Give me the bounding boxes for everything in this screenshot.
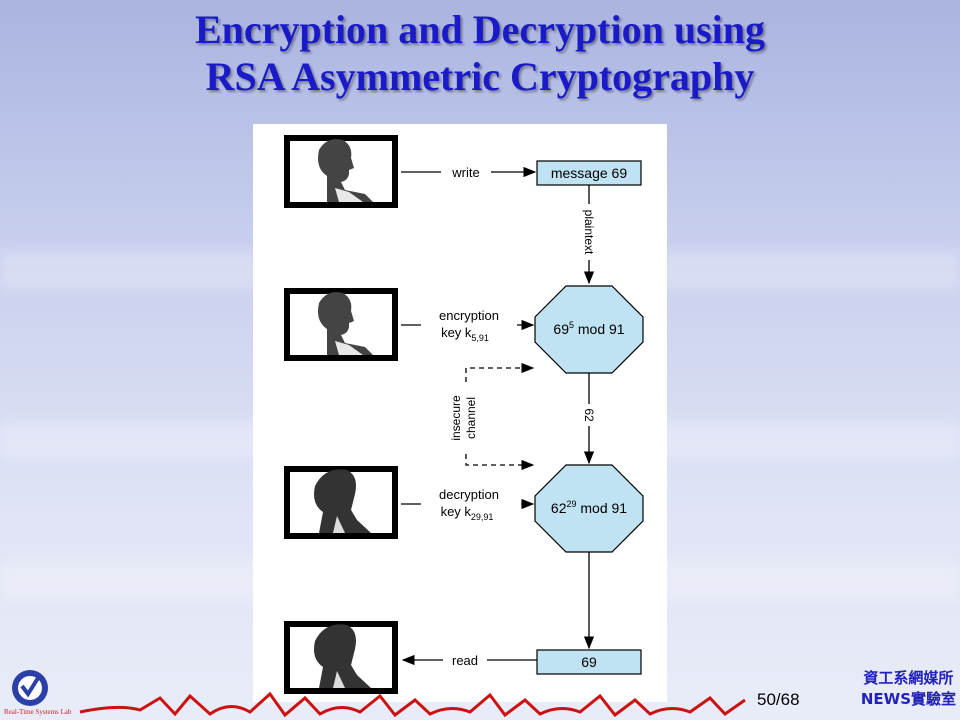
ciphertext-label: 62 (582, 408, 596, 422)
insecure-label: insecure (449, 395, 463, 441)
encryption-op-exponent: 5 (569, 320, 574, 330)
encryption-op-base: 69 (553, 321, 569, 337)
decryption-label: decryption (439, 487, 499, 502)
page-number: 50/68 (757, 690, 800, 710)
encryption-label: encryption (439, 308, 499, 323)
decryption-key-text: key k (441, 504, 472, 519)
decryption-node (534, 464, 644, 553)
encryption-operation: 695 mod 91 (553, 320, 624, 337)
page-current: 50 (757, 690, 776, 709)
title-line-1: Encryption and Decryption using (194, 7, 766, 52)
ciphertext-label-bg (581, 404, 597, 426)
diagram-panel: write message 69 plaintext 695 mod 91 en… (253, 124, 667, 702)
encryption-label-bg (421, 304, 517, 346)
lab-line-1: 資工系網媒所 (863, 669, 954, 687)
encryption-op-rest: mod 91 (574, 321, 625, 337)
lab-name: 資工系網媒所 NEWS實驗室 (861, 668, 956, 710)
encryption-key-label: key k5,91 (441, 325, 489, 343)
footer-red-scribble (79, 691, 746, 718)
encryption-key-subscript: 5,91 (471, 333, 489, 343)
slide-title: Encryption and Decryption using RSA Asym… (0, 6, 960, 100)
sender-portrait-write (284, 135, 398, 208)
result-box (536, 649, 642, 675)
receiver-portrait-decrypt (284, 466, 398, 539)
plaintext-label-bg (581, 204, 597, 260)
decryption-op-rest: mod 91 (577, 500, 628, 516)
result-box-label: 69 (581, 654, 597, 670)
insecure-channel-label-bg (443, 386, 489, 450)
lab-line-2: NEWS實驗室 (860, 690, 956, 708)
message-box-label: message 69 (551, 165, 627, 181)
receiver-portrait-read (284, 621, 398, 694)
write-label-bg (441, 162, 491, 180)
plaintext-label: plaintext (582, 210, 596, 255)
logo-caption: Real-Time Systems Lab (4, 708, 72, 716)
decryption-key-subscript: 29,91 (471, 512, 494, 522)
encryption-node (534, 285, 644, 374)
decryption-operation: 6229 mod 91 (551, 499, 627, 516)
encryption-key-text: key k (441, 325, 472, 340)
footer-decoration (12, 670, 746, 718)
decryption-op-base: 62 (551, 500, 567, 516)
read-label-bg (443, 650, 487, 668)
page-total: /68 (775, 690, 800, 709)
sender-portrait-encrypt (284, 288, 398, 361)
message-box (536, 160, 642, 186)
channel-label: channel (464, 397, 478, 439)
rsa-diagram: write message 69 plaintext 695 mod 91 en… (284, 135, 644, 694)
decryption-op-exponent: 29 (566, 499, 576, 509)
write-label: write (451, 165, 479, 180)
title-line-2: RSA Asymmetric Cryptography (205, 54, 755, 99)
read-label: read (452, 653, 478, 668)
decryption-key-label: key k29,91 (441, 504, 494, 522)
rtsl-logo (12, 670, 48, 706)
decryption-label-bg (421, 483, 521, 525)
